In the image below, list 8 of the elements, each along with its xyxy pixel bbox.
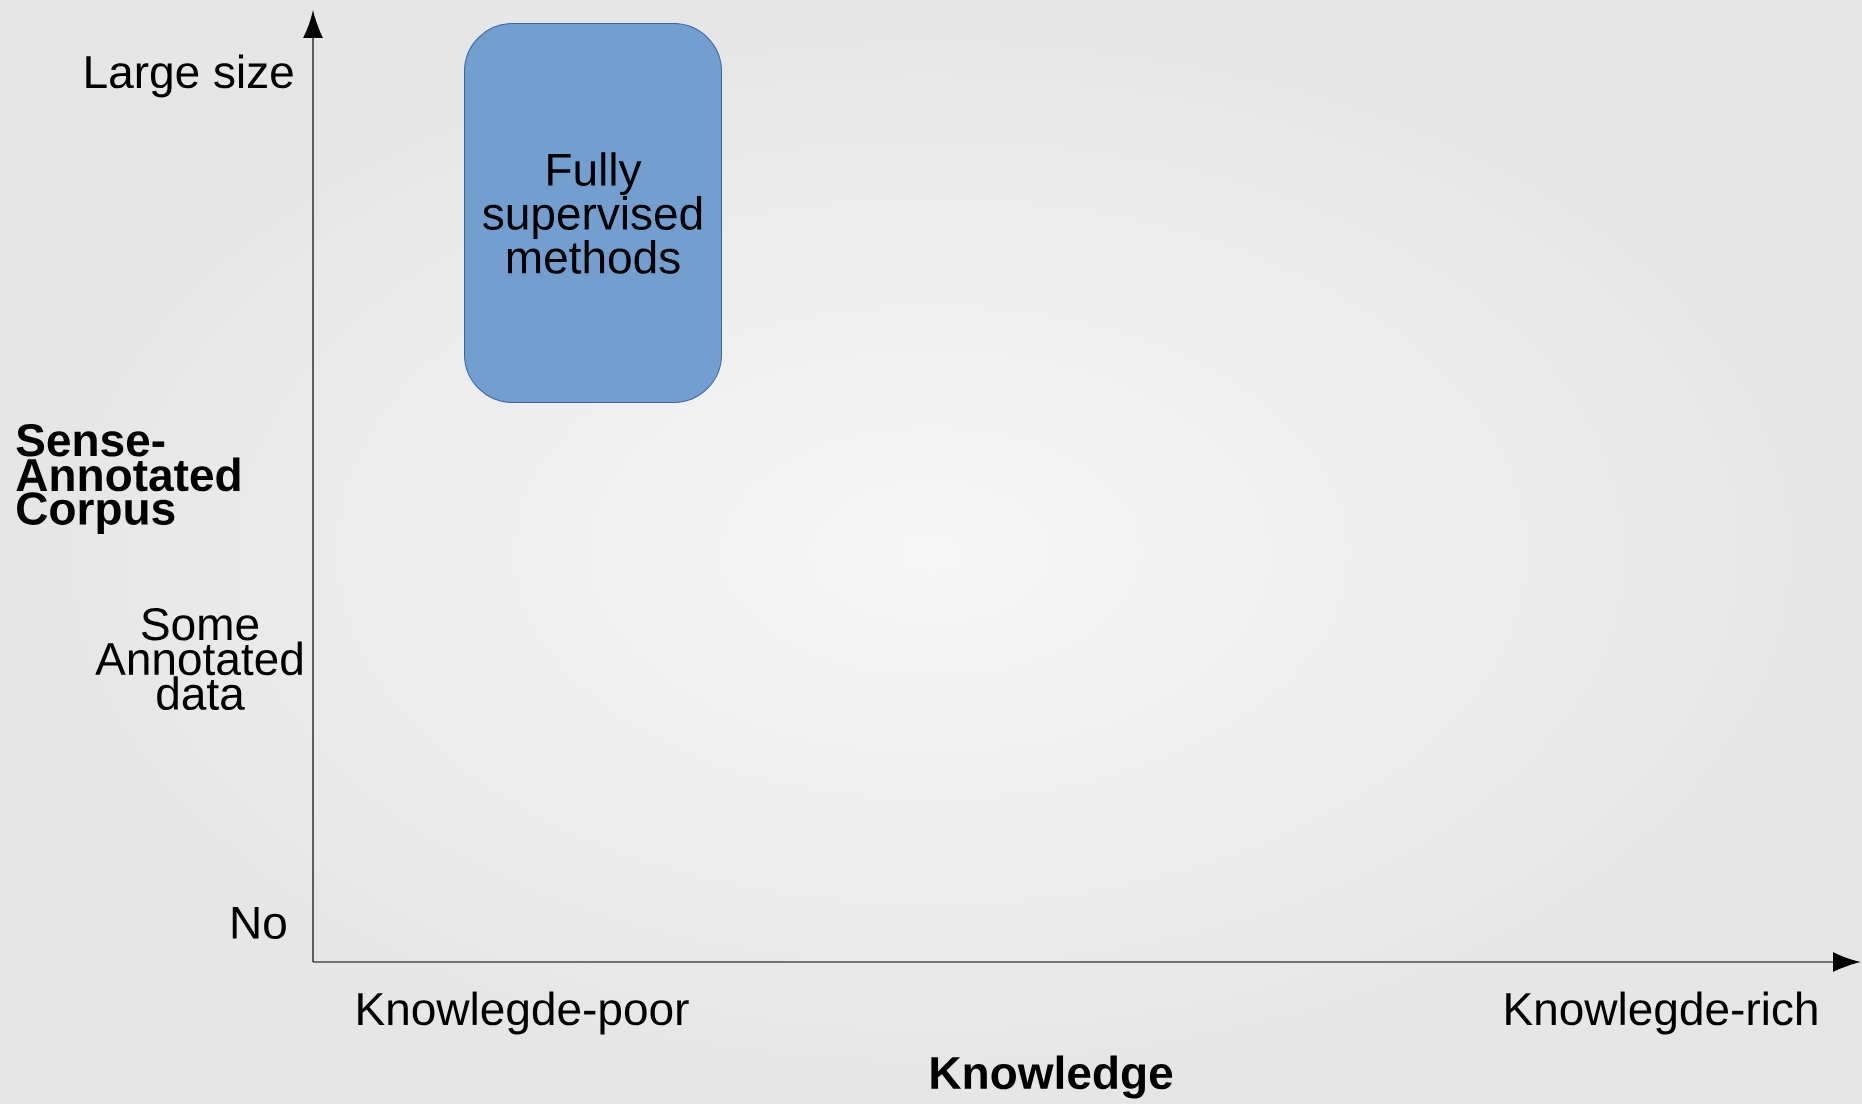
axis-label: No [232, 906, 286, 940]
rounded-box: Fully supervised methods [464, 23, 722, 403]
axis-label: Large size [86, 54, 293, 98]
axis-label: Knowlegde-rich [1506, 991, 1817, 1035]
axis-label: Knowledge [931, 1055, 1173, 1099]
axis-label: Sense-Annotated Corpus [16, 424, 240, 534]
axis-label: Some Annotated data [95, 607, 302, 711]
axis-label: Knowlegde-poor [358, 991, 689, 1035]
